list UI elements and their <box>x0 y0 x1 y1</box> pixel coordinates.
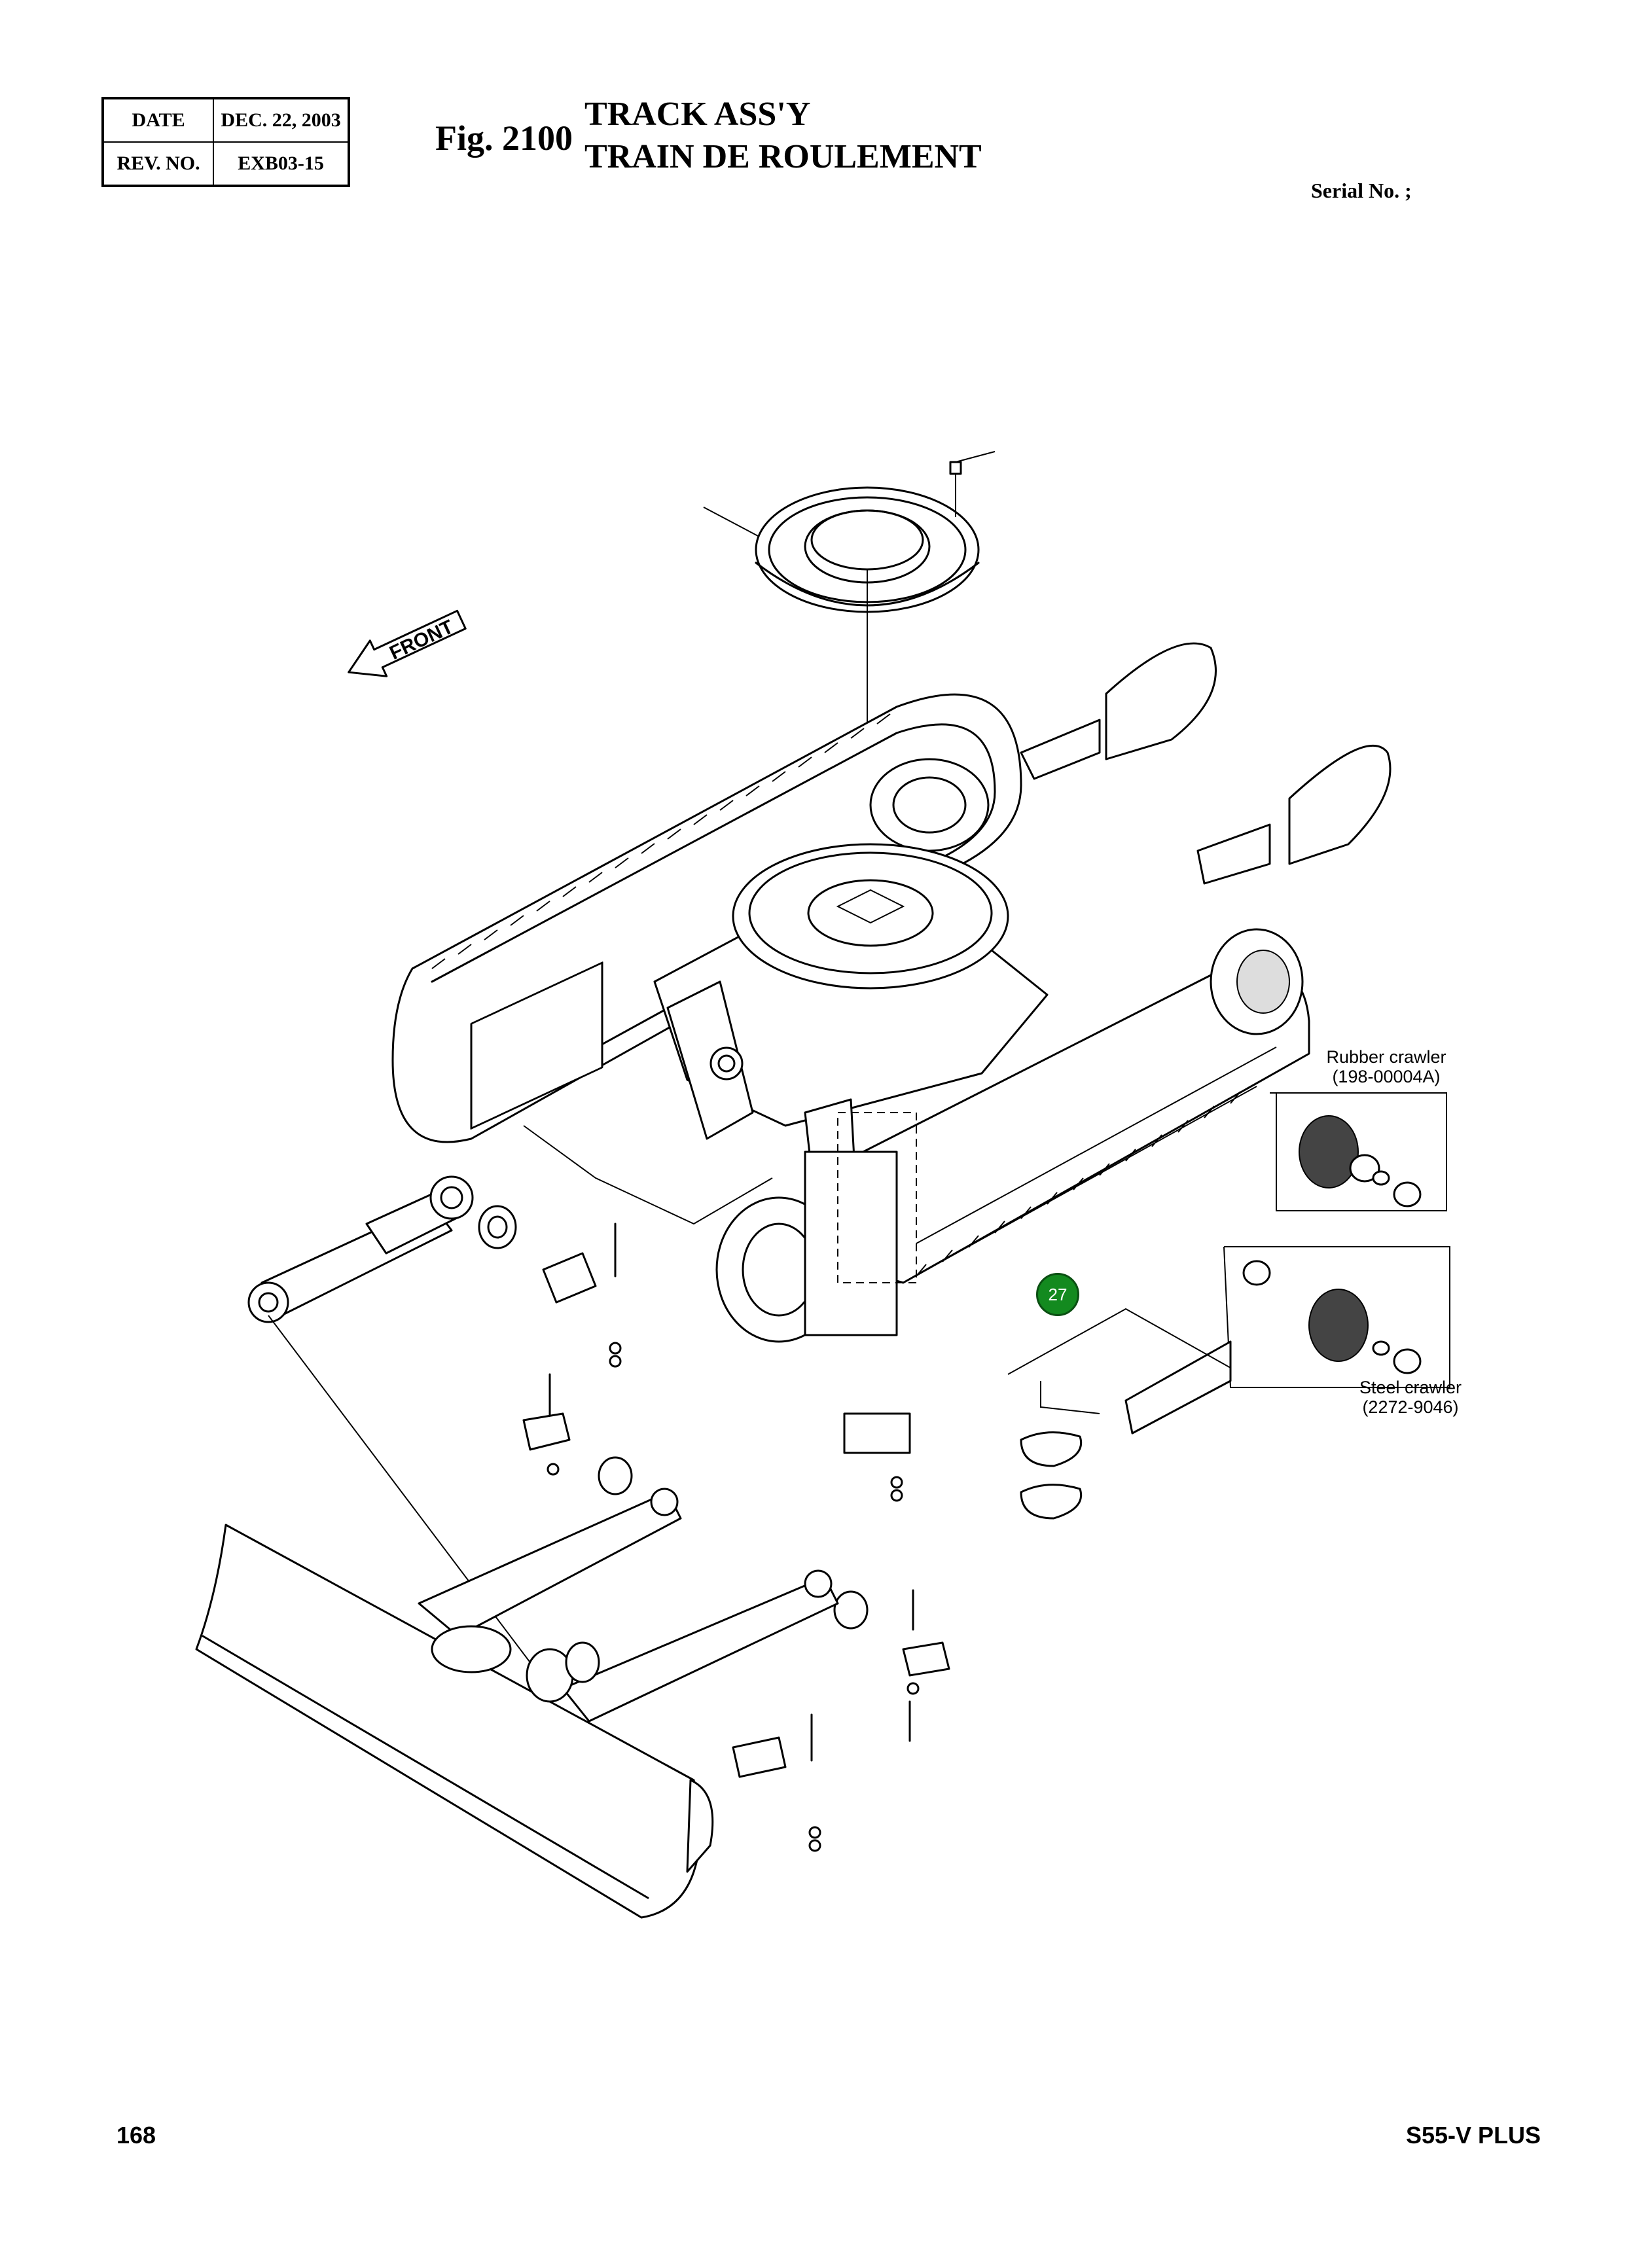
revision-table: DATE DEC. 22, 2003 REV. NO. EXB03-15 <box>101 97 350 187</box>
part-callout-badge[interactable]: 27 <box>1036 1273 1079 1316</box>
rubber-crawler-part-number: (198-00004A) <box>1332 1067 1441 1086</box>
front-arrow: FRONT <box>348 609 467 677</box>
swing-bearing <box>703 451 996 613</box>
rev-value: EXB03-15 <box>213 141 350 187</box>
steel-crawler-part-number: (2272-9046) <box>1362 1397 1459 1417</box>
blade-cylinder <box>247 1175 550 1689</box>
steel-crawler-callout: Steel crawler (2272-9046) <box>1338 1378 1482 1417</box>
date-label: DATE <box>101 98 215 143</box>
sprocket-covers <box>1020 642 1392 885</box>
dozer-blade <box>195 1488 839 1919</box>
rubber-crawler-callout: Rubber crawler (198-00004A) <box>1301 1047 1471 1086</box>
serial-number-label: Serial No. ; <box>1311 179 1412 202</box>
rev-label: REV. NO. <box>101 141 215 187</box>
pins-and-bolts <box>522 1223 950 1852</box>
rubber-crawler-label: Rubber crawler <box>1326 1047 1446 1067</box>
date-value: DEC. 22, 2003 <box>213 98 350 143</box>
model-name: S55-V PLUS <box>1406 2122 1541 2149</box>
page-number: 168 <box>117 2122 156 2149</box>
steel-crawler-inset <box>1223 1246 1450 1388</box>
steel-crawler-label: Steel crawler <box>1359 1378 1462 1397</box>
front-label: FRONT <box>386 616 457 664</box>
left-track <box>391 693 1022 1143</box>
title-french: TRAIN DE ROULEMENT <box>584 138 982 175</box>
figure-number: Fig. 2100 <box>435 118 573 158</box>
rubber-crawler-inset <box>1270 1092 1447 1211</box>
title-english: TRACK ASS'Y <box>584 96 811 133</box>
access-plates <box>843 1340 1232 1520</box>
right-track-frame <box>715 928 1310 1343</box>
